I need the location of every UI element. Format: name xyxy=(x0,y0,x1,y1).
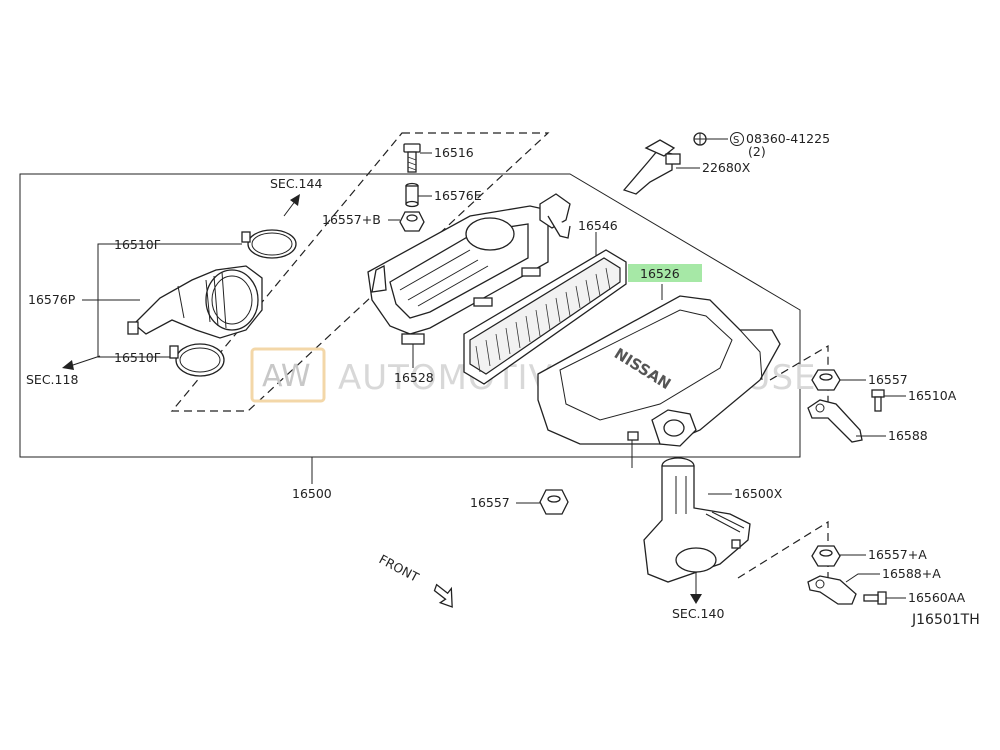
label-16526[interactable]: 16526 xyxy=(640,266,680,281)
highlight-16526 xyxy=(628,264,702,282)
label-16588[interactable]: 16588 xyxy=(888,428,928,443)
label-front: FRONT xyxy=(377,551,422,584)
watermark-logo: AW xyxy=(262,359,311,394)
label-16546[interactable]: 16546 xyxy=(578,218,618,233)
symbol-s-circle xyxy=(730,132,744,146)
part-16576P-air-duct xyxy=(127,265,263,339)
part-22680X-airflow-sensor xyxy=(622,139,681,195)
part-16576E-spacer xyxy=(405,182,419,208)
label-sec144[interactable]: SEC.144 xyxy=(270,176,322,191)
label-sec118[interactable]: SEC.118 xyxy=(26,372,78,387)
label-16557A[interactable]: 16557+A xyxy=(868,547,927,562)
part-16510F-lower-clamp xyxy=(169,343,225,377)
label-08360[interactable]: 08360-41225 xyxy=(746,131,830,146)
label-16576E[interactable]: 16576E xyxy=(434,188,482,203)
part-16526-cover: NISSAN xyxy=(537,295,781,447)
label-16528[interactable]: 16528 xyxy=(394,370,434,385)
part-16528-lower-case xyxy=(367,193,571,345)
front-direction-arrow xyxy=(433,583,453,608)
label-16557-lower[interactable]: 16557 xyxy=(470,495,510,510)
label-16560AA[interactable]: 16560AA xyxy=(908,590,966,605)
duct-group-dashed-outline xyxy=(170,132,550,412)
part-16557A-grommet xyxy=(811,545,841,567)
part-16510A-bolt xyxy=(871,389,885,412)
label-16588A[interactable]: 16588+A xyxy=(882,566,941,581)
label-16510A[interactable]: 16510A xyxy=(908,388,957,403)
part-08360-screw xyxy=(693,132,707,146)
part-16588-bracket xyxy=(807,399,863,443)
label-16500[interactable]: 16500 xyxy=(292,486,332,501)
part-16557B-grommet xyxy=(399,211,425,232)
label-16500X[interactable]: 16500X xyxy=(734,486,783,501)
part-16500X-resonator xyxy=(643,457,751,583)
part-16516-bolt xyxy=(403,143,421,173)
label-16510F-upper[interactable]: 16510F xyxy=(114,237,161,252)
part-16557-grommet-right xyxy=(811,369,841,391)
label-16576P[interactable]: 16576P xyxy=(28,292,76,307)
part-16557-grommet-lower xyxy=(539,489,569,515)
label-sec140[interactable]: SEC.140 xyxy=(672,606,724,621)
label-08360-symbol: S xyxy=(733,135,739,146)
part-16510F-upper-clamp xyxy=(241,229,297,259)
label-16510F-lower[interactable]: 16510F xyxy=(114,350,161,365)
label-16516[interactable]: 16516 xyxy=(434,145,474,160)
part-16546-filter-element xyxy=(463,249,627,385)
part-16560AA-bolt xyxy=(863,591,887,605)
assembly-boundary xyxy=(19,173,801,458)
bracket-dashed-lower xyxy=(737,520,829,590)
label-22680X[interactable]: 22680X xyxy=(702,160,751,175)
label-08360-qty: (2) xyxy=(748,144,766,159)
diagram-id: J16501TH xyxy=(911,612,980,628)
sec144-arrow xyxy=(283,194,300,217)
part-16588A-bracket xyxy=(807,575,857,605)
sec118-arrow xyxy=(62,355,101,370)
label-16557B[interactable]: 16557+B xyxy=(322,212,381,227)
label-16557-right[interactable]: 16557 xyxy=(868,372,908,387)
